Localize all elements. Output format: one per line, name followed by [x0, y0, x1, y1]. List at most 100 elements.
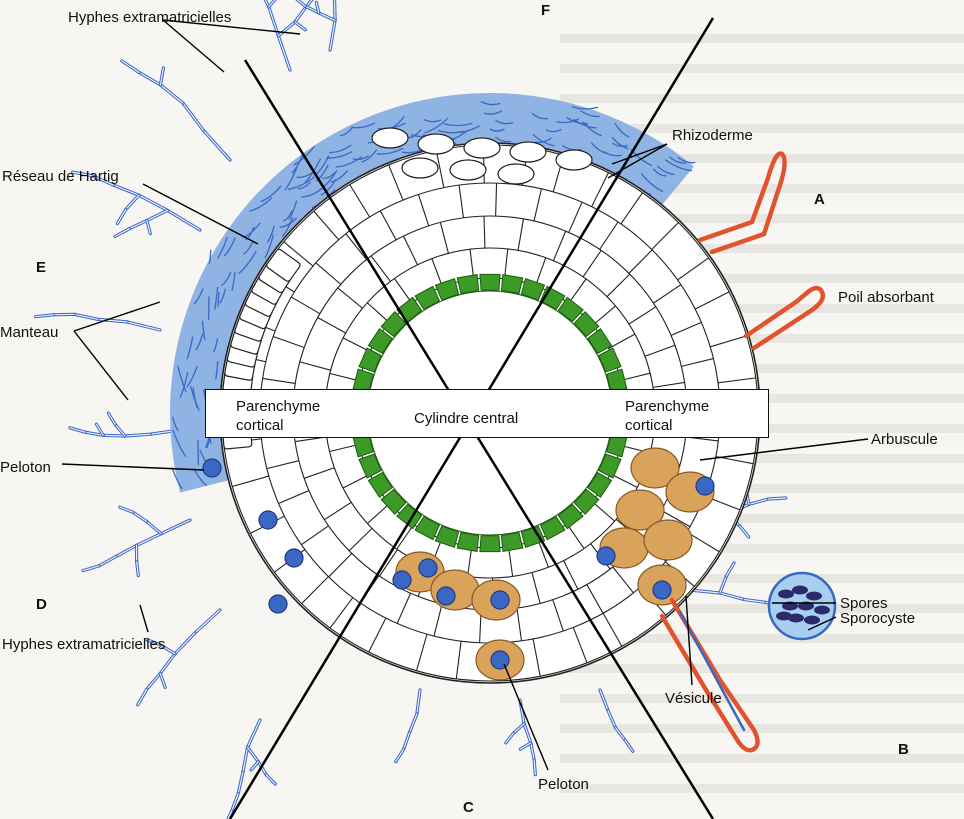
cell-wall [379, 549, 398, 577]
cell-wall [644, 344, 676, 357]
hartig-cell [266, 248, 301, 282]
endodermis-cell [573, 310, 600, 338]
mantle-hypha [245, 226, 255, 241]
cell-wall [232, 475, 269, 488]
endodermis-cell [434, 277, 460, 301]
mantle-hypha [545, 128, 562, 133]
cell-wall [396, 593, 412, 624]
cell-wall [681, 358, 714, 367]
hypha-lumen [159, 67, 165, 86]
mantle-hypha [351, 122, 376, 129]
endodermis-cell [573, 488, 600, 516]
bg-text-line [560, 604, 964, 613]
cell-wall [532, 638, 541, 677]
spore [792, 585, 808, 595]
mantle-hypha [352, 155, 369, 161]
hypha-lumen [227, 810, 233, 819]
cell-wall [342, 337, 371, 353]
hypha-lumen [304, 5, 320, 14]
rhizoderm-cell [371, 127, 409, 149]
mantle-hypha [573, 118, 597, 129]
cell-wall [328, 553, 353, 578]
hypha-lumen [146, 219, 151, 235]
mantle-hypha [664, 159, 693, 172]
hypha-lumen [114, 228, 130, 238]
mantle-hypha [611, 142, 628, 148]
mantle-hypha [614, 122, 630, 138]
hypha-lumen [145, 520, 162, 535]
mantle-hypha [330, 170, 349, 183]
mantle-hypha [590, 142, 609, 155]
mantle-hypha [284, 166, 298, 191]
cell-wall [272, 335, 305, 348]
section-d: D [36, 596, 47, 613]
mantle-hypha [494, 136, 512, 143]
cell-wall [591, 172, 609, 207]
hypha-lumen [125, 194, 140, 210]
hypha-lumen [52, 313, 75, 316]
infected-cell [430, 569, 480, 611]
hypha-lumen [174, 632, 196, 655]
mantle-hypha [489, 128, 505, 132]
mantle-hypha [556, 118, 580, 124]
hypha-lumen [739, 525, 750, 538]
mantle-hypha [186, 336, 194, 360]
label-spores: Spores [840, 595, 888, 612]
tissue-band [205, 389, 769, 438]
cell-wall [396, 524, 415, 550]
hypha-lumen [84, 431, 104, 436]
hypha-lumen [533, 759, 536, 776]
mantle-hypha [231, 271, 236, 291]
cell-wall [495, 183, 498, 217]
rhizoderm-cell [463, 137, 501, 159]
hypha-lumen [119, 506, 134, 513]
hypha-lumen [194, 609, 221, 634]
mantle-hypha [335, 156, 363, 168]
label-arbuscule: Arbuscule [871, 431, 938, 448]
hypha-lumen [121, 60, 140, 74]
mantle-hypha [186, 365, 198, 388]
mantle-band [170, 92, 694, 493]
endodermis-cell [557, 296, 584, 323]
cell-wall [366, 302, 390, 324]
mantle-hypha [287, 176, 315, 191]
label-vesicule: Vésicule [665, 690, 722, 707]
mantle-hypha [219, 288, 227, 304]
label-reseau-hartig: Réseau de Hartig [2, 168, 119, 185]
endodermis-cell [358, 347, 382, 373]
endodermis-cell [456, 274, 480, 295]
cell-wall [606, 273, 631, 298]
cell-wall [694, 291, 730, 310]
endodermis-cell [367, 471, 393, 499]
cell-wall [467, 546, 473, 577]
label-sporocyste: Sporocyste [840, 610, 916, 627]
cell-wall [483, 216, 486, 249]
hypha-lumen [614, 726, 626, 741]
hypha-lumen [73, 313, 99, 320]
mantle-hypha [495, 119, 514, 125]
arbuscular-cells [202, 447, 715, 681]
mantle-hypha [423, 119, 442, 123]
spore [798, 601, 814, 611]
endodermis-cell [500, 531, 524, 552]
hypha-lumen [166, 209, 201, 231]
mantle-hypha [361, 149, 378, 163]
peloton-coil [258, 510, 278, 530]
cell-wall [469, 249, 475, 280]
peloton-coil [418, 558, 438, 578]
cell-wall [537, 539, 549, 568]
cell-wall [329, 443, 359, 453]
cell-wall [303, 467, 335, 479]
endodermis-cell [456, 531, 480, 552]
hypha-lumen [114, 423, 126, 437]
mantle-hypha [531, 112, 549, 120]
mantle-hypha [249, 197, 273, 212]
hypha-lumen [132, 511, 147, 522]
hypha-lumen [116, 208, 127, 225]
hypha-lumen [82, 565, 100, 572]
root-hairs [659, 151, 826, 753]
infected-cell [615, 489, 665, 531]
spore [814, 605, 830, 615]
hypha-lumen [71, 171, 93, 177]
endodermis-cell [587, 327, 613, 355]
